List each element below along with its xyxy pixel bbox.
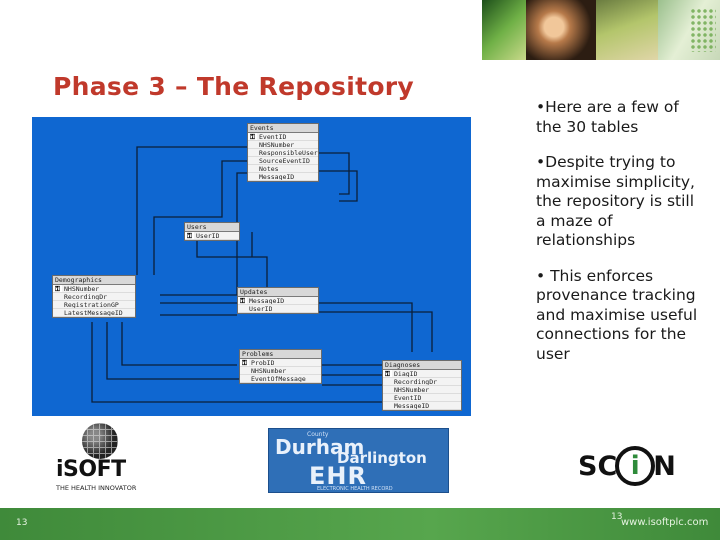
table-title: Users	[185, 223, 239, 232]
table-row: NHSNumber	[240, 367, 321, 375]
table-row: ⚿EventID	[248, 133, 318, 141]
table-row: UserID	[238, 305, 318, 313]
table-row: MessageID	[383, 402, 461, 410]
table-title: Demographics	[53, 276, 135, 285]
header-photo-leaf	[482, 0, 526, 60]
table-demographics: Demographics ⚿NHSNumber RecordingDr Regi…	[52, 275, 136, 318]
table-row: ⚿UserID	[185, 232, 239, 240]
column-name: MessageID	[249, 297, 285, 304]
column-name: DiagID	[394, 370, 418, 377]
bullet-item: •Despite trying to maximise simplicity, …	[536, 153, 695, 249]
table-users: Users ⚿UserID	[184, 222, 240, 241]
column-name: Notes	[259, 165, 279, 172]
table-title: Updates	[238, 288, 318, 297]
bullet-item: •Here are a few of the 30 tables	[536, 98, 679, 136]
footer-url: www.isoftplc.com	[621, 517, 709, 528]
isoft-wordmark: iSOFT	[56, 457, 126, 482]
primary-key-icon: ⚿	[53, 285, 62, 293]
table-row: MessageID	[248, 173, 318, 181]
slide-number-overlay: 13	[611, 512, 623, 522]
table-row: RegistrationGP	[53, 301, 135, 309]
relationship-lines	[91, 146, 433, 403]
footer-bar	[0, 508, 720, 540]
table-row: ⚿MessageID	[238, 297, 318, 305]
column-name: ResponsibleUser	[259, 149, 318, 156]
ehr-durham-label: Durham	[275, 435, 365, 459]
header-photo-pill	[596, 0, 658, 60]
table-title: Diagnoses	[383, 361, 461, 370]
column-name: ProbID	[251, 359, 275, 366]
column-name: RegistrationGP	[64, 301, 119, 308]
table-title: Events	[248, 124, 318, 133]
ehr-subtitle: ELECTRONIC HEALTH RECORD	[317, 486, 393, 492]
slide-number: 13	[16, 518, 28, 528]
schin-i-icon: i	[615, 446, 656, 486]
column-name: MessageID	[394, 402, 430, 409]
column-name: NHSNumber	[251, 367, 287, 374]
column-name: MessageID	[259, 173, 295, 180]
column-name: RecordingDr	[64, 293, 108, 300]
column-name: UserID	[196, 232, 220, 239]
table-row: NHSNumber	[383, 386, 461, 394]
isoft-tagline: THE HEALTH INNOVATOR	[56, 484, 137, 492]
table-events: Events ⚿EventID NHSNumber ResponsibleUse…	[247, 123, 319, 182]
column-name: LatestMessageID	[64, 309, 123, 316]
column-name: RecordingDr	[394, 378, 438, 385]
schin-left: SC	[578, 450, 618, 482]
table-row: ⚿NHSNumber	[53, 285, 135, 293]
table-row: RecordingDr	[53, 293, 135, 301]
table-problems: Problems ⚿ProbID NHSNumber EventOfMessag…	[239, 349, 322, 384]
table-row: NHSNumber	[248, 141, 318, 149]
ehr-county-label: County	[307, 431, 329, 438]
primary-key-icon: ⚿	[383, 370, 392, 378]
primary-key-icon: ⚿	[185, 232, 194, 240]
schin-logo: SC i N	[578, 445, 676, 487]
column-name: EventID	[394, 394, 422, 401]
table-updates: Updates ⚿MessageID UserID	[237, 287, 319, 314]
table-row: RecordingDr	[383, 378, 461, 386]
durham-darlington-ehr-logo: County Durham Darlington EHR ELECTRONIC …	[268, 428, 449, 493]
table-title: Problems	[240, 350, 321, 359]
isoft-logo: iSOFT THE HEALTH INNOVATOR	[56, 423, 156, 493]
table-row: EventID	[383, 394, 461, 402]
column-name: EventID	[259, 133, 287, 140]
bullet-item: • This enforces provenance tracking and …	[536, 266, 698, 363]
repository-er-diagram: Events ⚿EventID NHSNumber ResponsibleUse…	[32, 117, 471, 416]
column-name: NHSNumber	[64, 285, 100, 292]
header-dot-pattern	[690, 8, 716, 52]
column-name: EventOfMessage	[251, 375, 306, 382]
header-photo-strip	[482, 0, 720, 60]
header-photo-doctor	[526, 0, 596, 60]
primary-key-icon: ⚿	[240, 359, 249, 367]
ehr-label: EHR	[309, 462, 367, 490]
primary-key-icon: ⚿	[248, 133, 257, 141]
column-name: UserID	[249, 305, 273, 312]
schin-right: N	[653, 450, 676, 482]
globe-icon	[82, 423, 118, 459]
table-row: ⚿DiagID	[383, 370, 461, 378]
column-name: SourceEventID	[259, 157, 310, 164]
table-row: SourceEventID	[248, 157, 318, 165]
column-name: NHSNumber	[259, 141, 295, 148]
primary-key-icon: ⚿	[238, 297, 247, 305]
column-name: NHSNumber	[394, 386, 430, 393]
table-diagnoses: Diagnoses ⚿DiagID RecordingDr NHSNumber …	[382, 360, 462, 411]
ehr-darlington-label: Darlington	[337, 449, 427, 467]
table-row: ⚿ProbID	[240, 359, 321, 367]
table-row: EventOfMessage	[240, 375, 321, 383]
table-row: Notes	[248, 165, 318, 173]
table-row: LatestMessageID	[53, 309, 135, 317]
bullet-list: •Here are a few of the 30 tables •Despit…	[536, 98, 708, 380]
slide-title: Phase 3 – The Repository	[53, 72, 415, 101]
table-row: ResponsibleUser	[248, 149, 318, 157]
